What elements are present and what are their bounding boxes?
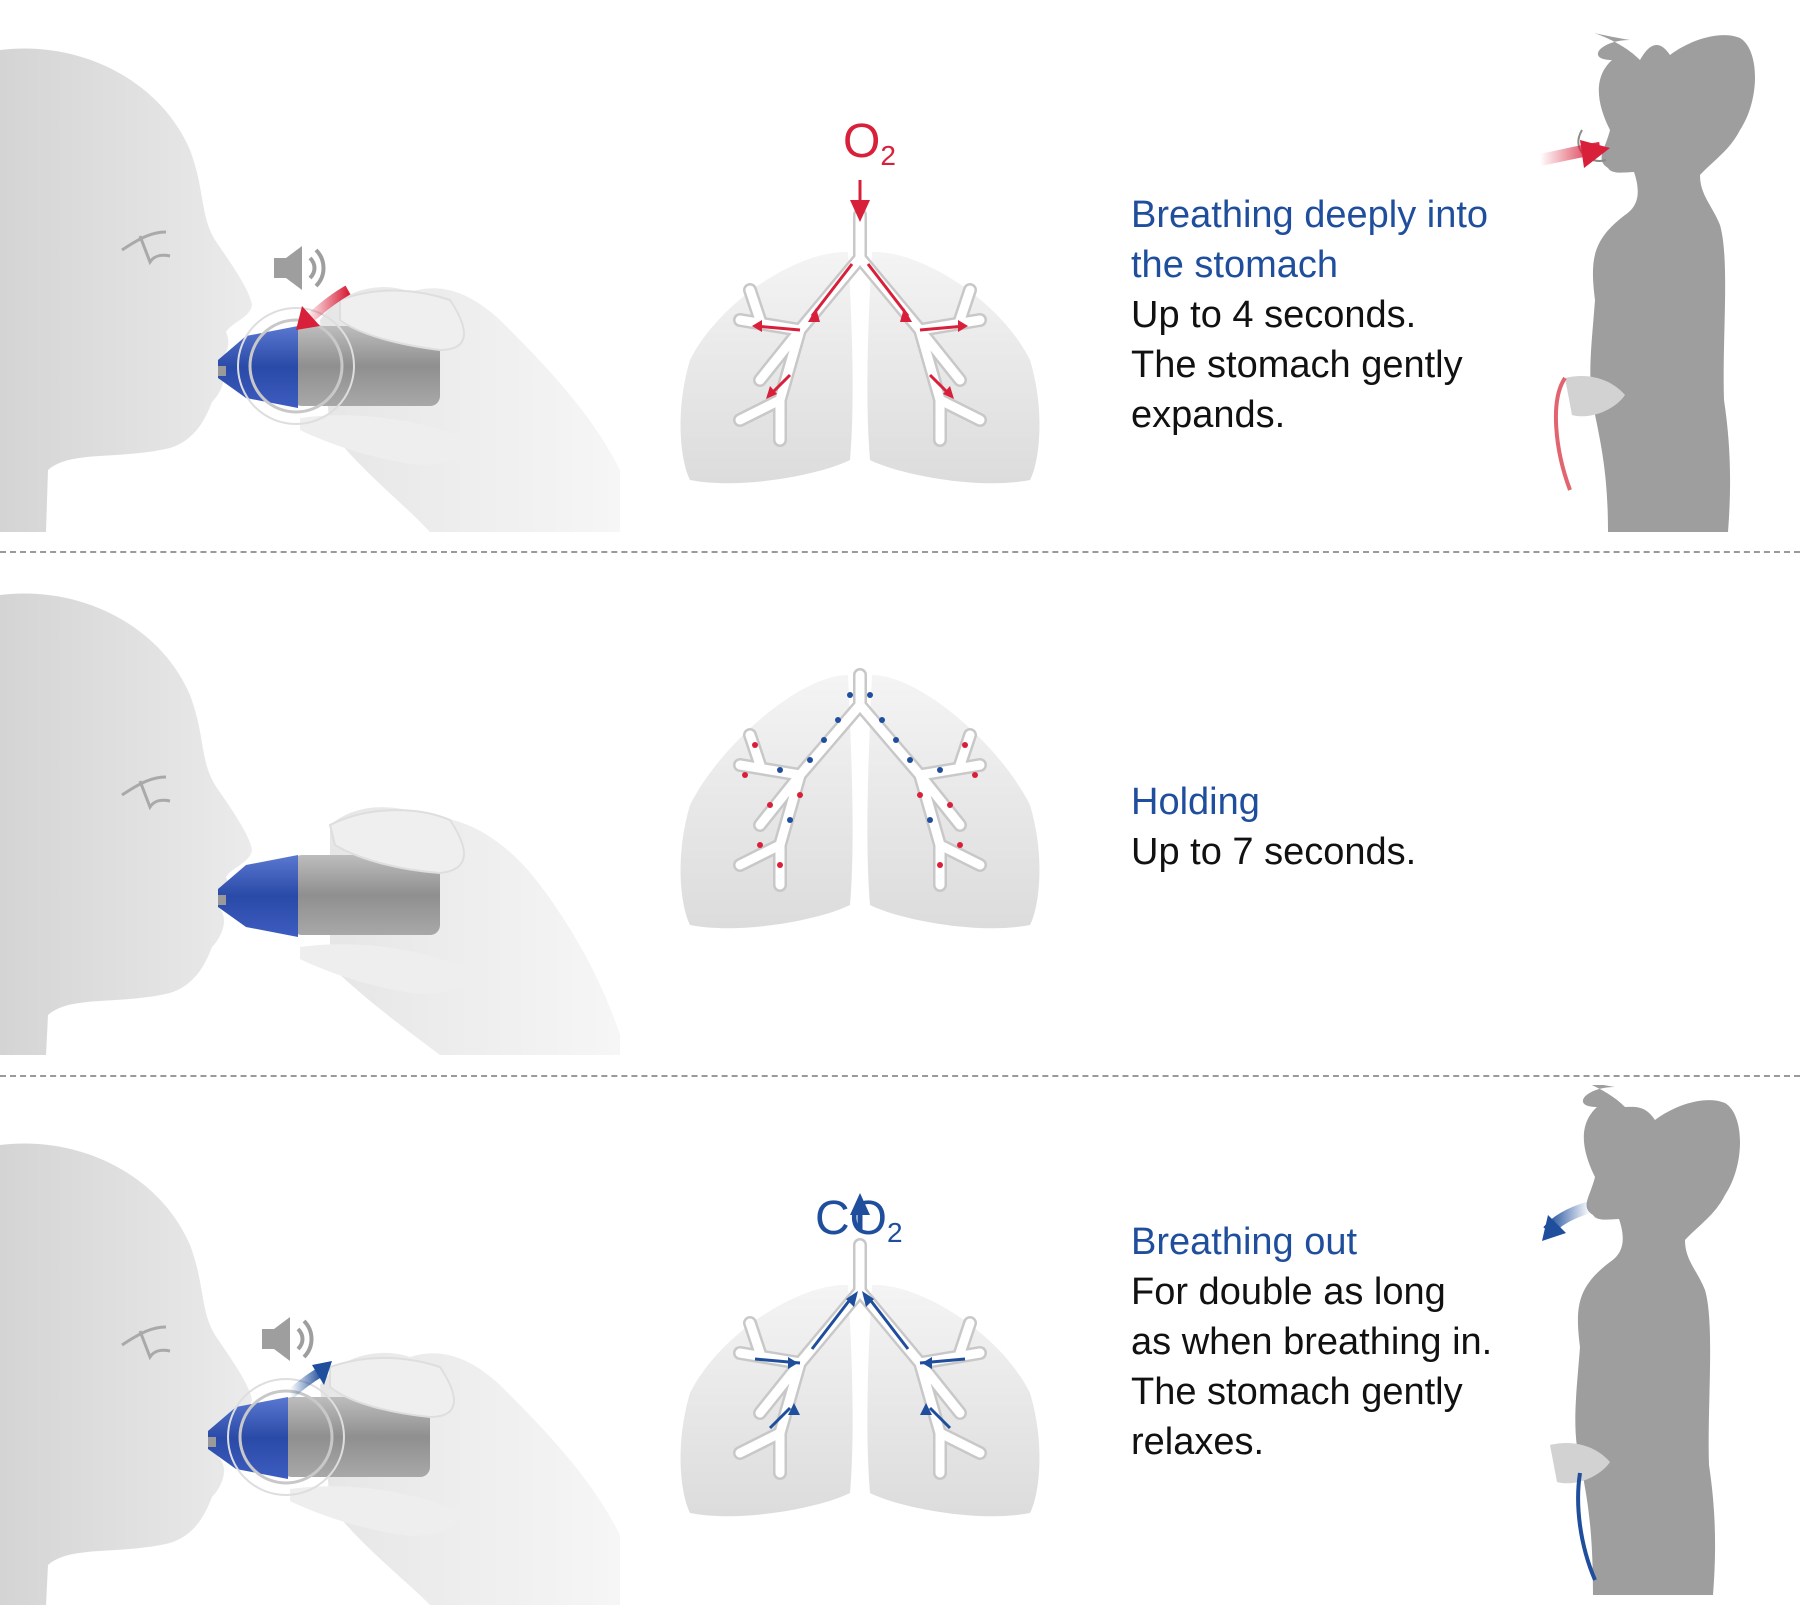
face-silhouette-icon <box>0 48 252 532</box>
divider <box>0 551 1800 553</box>
speaker-icon <box>262 1317 314 1361</box>
step-line: Up to 7 seconds. <box>1131 831 1417 873</box>
gas-label-o2: O2 <box>843 115 896 172</box>
woman-profile-icon <box>1554 33 1755 532</box>
hand-with-device-icon <box>218 807 620 1055</box>
lungs-icon <box>680 668 1040 929</box>
step-heading: the stomach <box>1131 244 1338 286</box>
hand-with-device-icon <box>208 1352 620 1605</box>
gas-label-co2: CO2 <box>815 1192 903 1249</box>
hand-with-device-icon <box>218 287 620 532</box>
step-line: as when breathing in. <box>1131 1321 1493 1363</box>
speaker-icon <box>274 246 326 290</box>
face-silhouette-icon <box>0 593 252 1055</box>
step-heading: Holding <box>1131 781 1260 823</box>
lungs-icon <box>680 180 1040 484</box>
step-line: expands. <box>1131 394 1286 436</box>
woman-profile-icon <box>1550 1085 1740 1595</box>
step-line: The stomach gently <box>1131 1371 1463 1413</box>
step-line: relaxes. <box>1131 1421 1265 1463</box>
step-exhale-text: Breathing out For double as long as when… <box>1131 1217 1492 1467</box>
airflow-arrow-icon <box>286 1366 325 1399</box>
face-silhouette-icon <box>0 1143 252 1605</box>
step-line: For double as long <box>1131 1271 1446 1313</box>
step-hold: Holding Up to 7 seconds. <box>0 555 1800 1087</box>
step-inhale: O2 Breathing deeply into the stomach Up … <box>0 0 1800 532</box>
step-exhale: CO2 Breathing out For double as long as … <box>0 1085 1800 1617</box>
step-heading: Breathing deeply into <box>1131 194 1489 236</box>
lungs-icon <box>680 1193 1040 1517</box>
step-hold-text: Holding Up to 7 seconds. <box>1131 777 1416 877</box>
step-inhale-text: Breathing deeply into the stomach Up to … <box>1131 190 1488 440</box>
step-line: The stomach gently <box>1131 344 1463 386</box>
step-heading: Breathing out <box>1131 1221 1358 1263</box>
step-line: Up to 4 seconds. <box>1131 294 1417 336</box>
divider <box>0 1075 1800 1077</box>
